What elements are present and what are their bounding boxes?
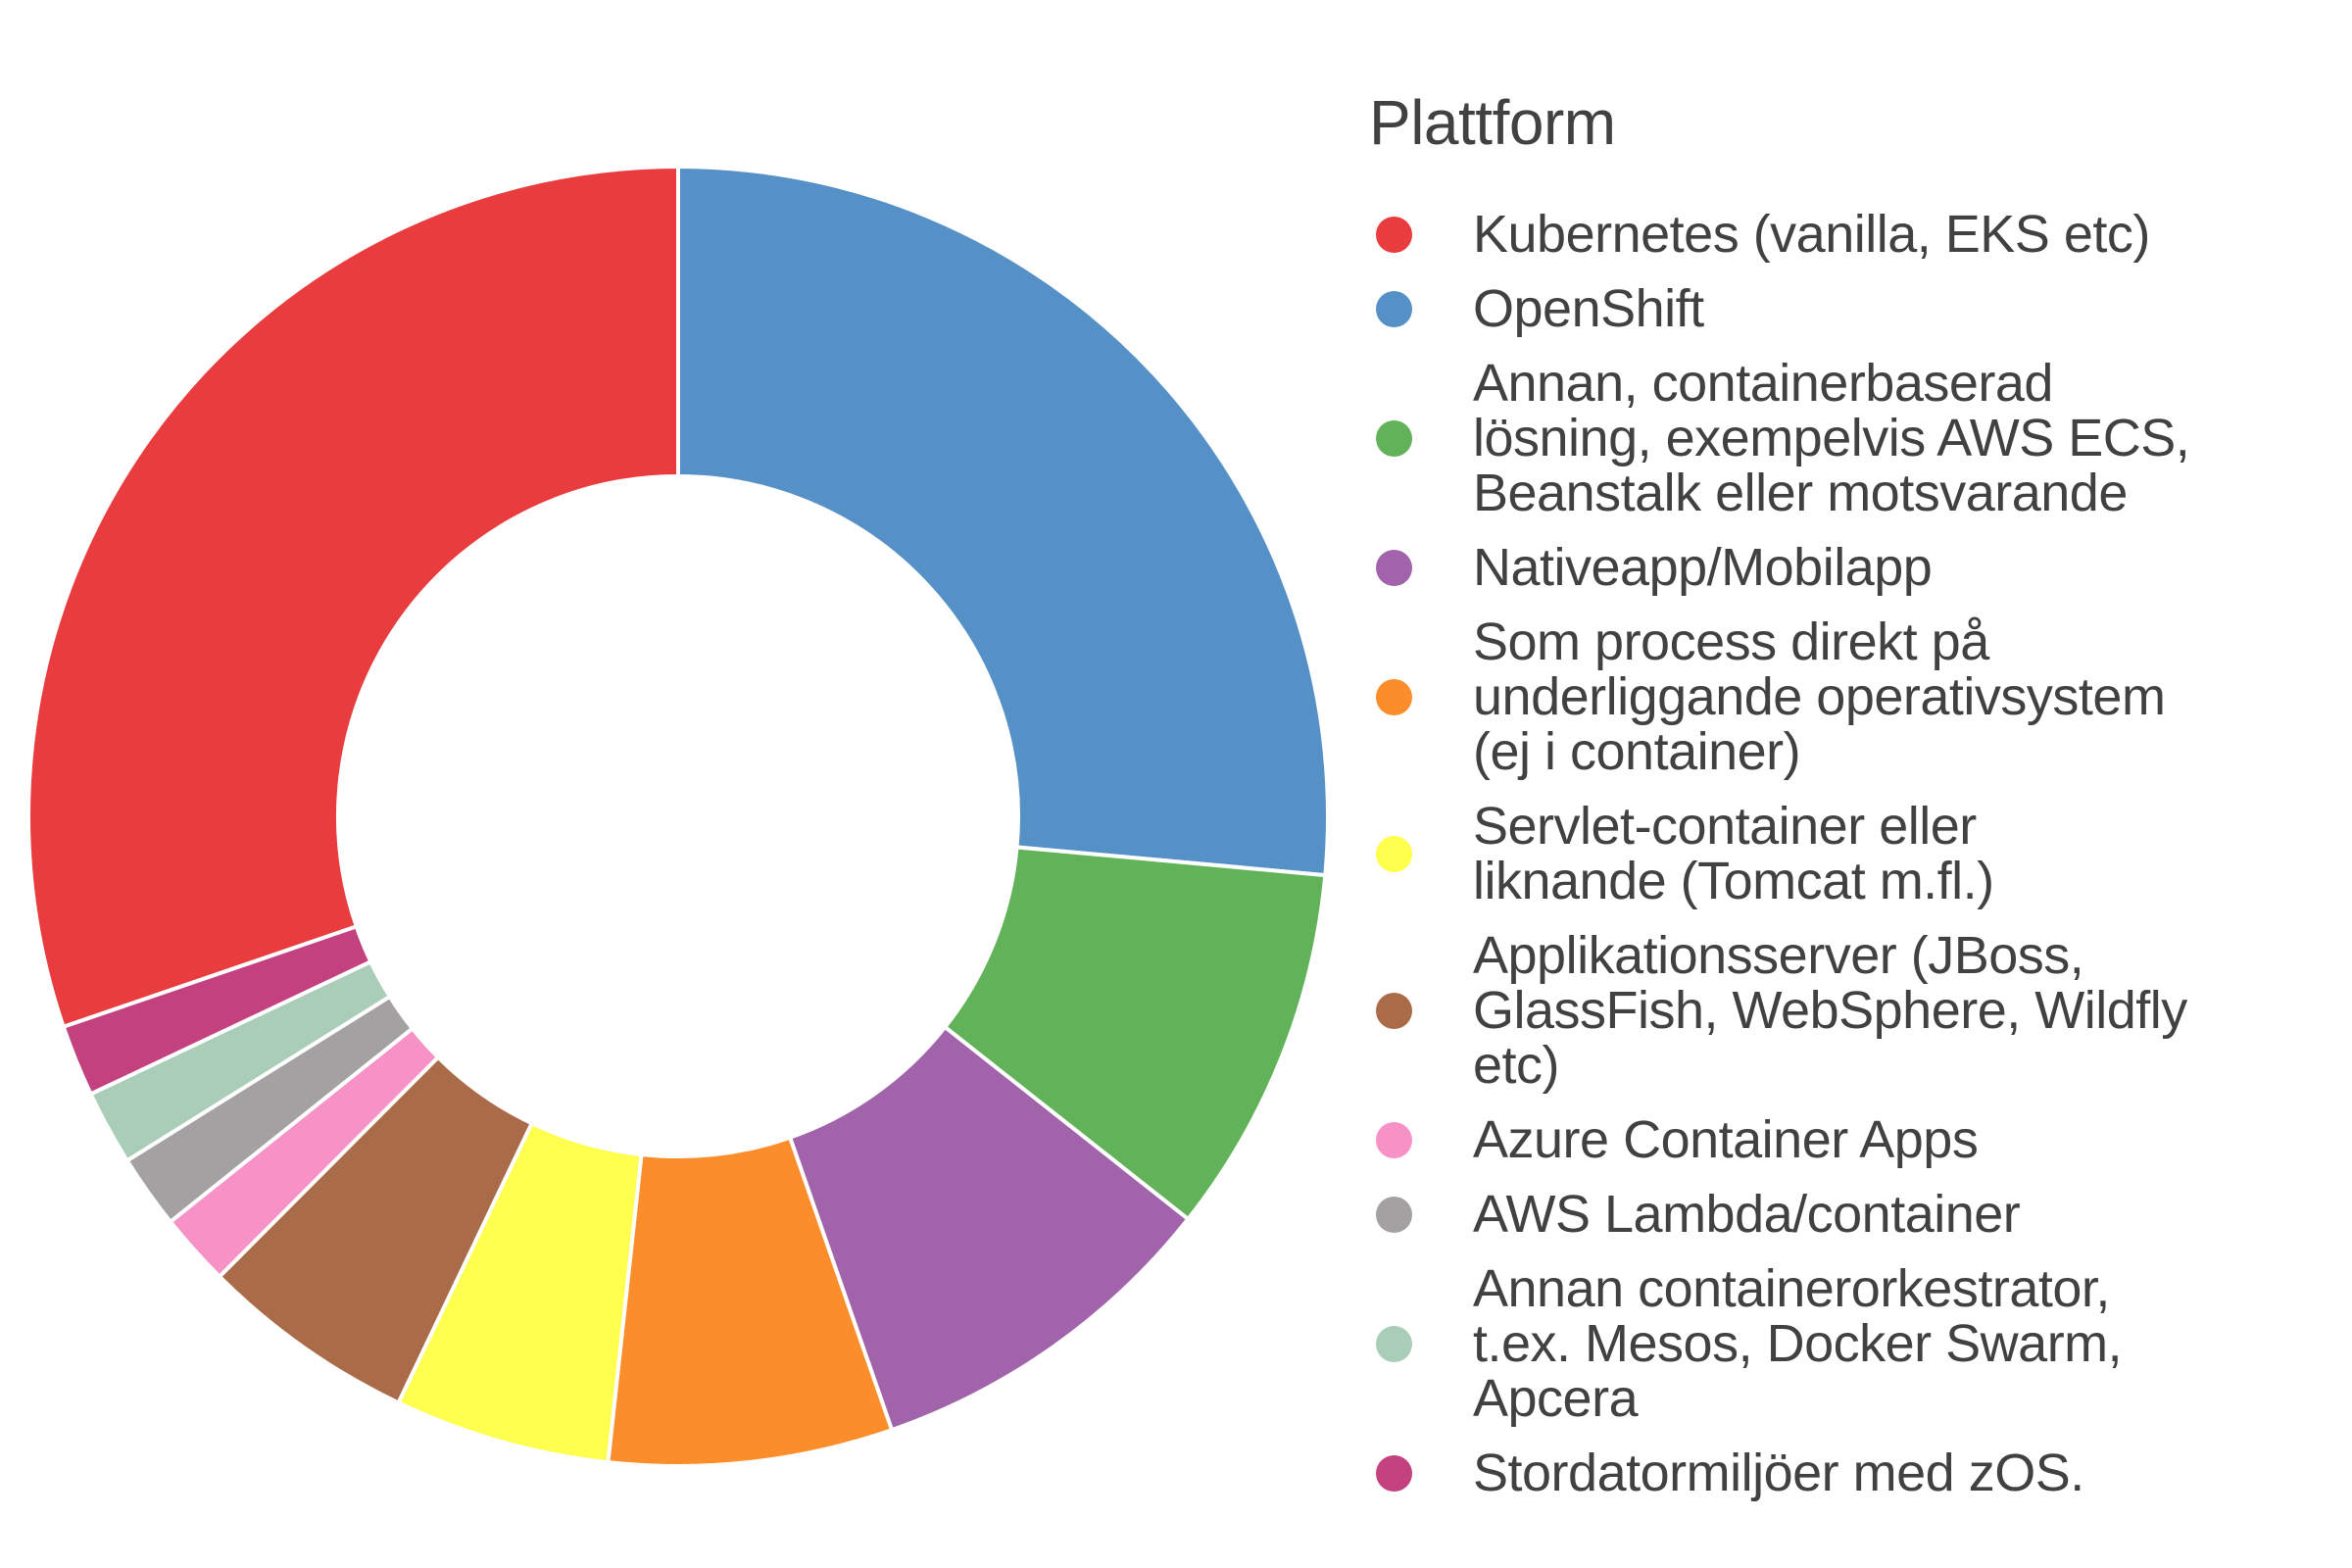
legend-item-7: Azure Container Apps bbox=[1369, 1112, 2329, 1167]
legend-swatch-icon bbox=[1376, 1325, 1412, 1362]
legend-swatch-icon bbox=[1376, 549, 1412, 586]
legend-item-6: Applikationsserver (JBoss, GlassFish, We… bbox=[1369, 928, 2329, 1093]
legend-item-1: OpenShift bbox=[1369, 281, 2329, 336]
legend-item-label: Kubernetes (vanilla, EKS etc) bbox=[1473, 205, 2150, 264]
legend-item-label: Azure Container Apps bbox=[1473, 1110, 1979, 1169]
legend-swatch-icon bbox=[1376, 835, 1412, 872]
legend-title: Plattform bbox=[1369, 87, 1616, 158]
legend-items: Kubernetes (vanilla, EKS etc) OpenShift … bbox=[1369, 207, 2329, 1500]
legend-swatch-icon bbox=[1376, 1121, 1412, 1158]
legend-swatch-icon bbox=[1376, 1454, 1412, 1492]
legend-item-label: Applikationsserver (JBoss, GlassFish, We… bbox=[1473, 926, 2187, 1095]
legend-item-label: Nativeapp/Mobilapp bbox=[1473, 538, 1933, 597]
legend-item-10: Stordatormiljöer med zOS. bbox=[1369, 1446, 2329, 1500]
legend-item-label: OpenShift bbox=[1473, 279, 1704, 338]
legend-item-2: Annan, containerbaserad lösning, exempel… bbox=[1369, 356, 2329, 520]
legend-item-4: Som process direkt på underliggande oper… bbox=[1369, 614, 2329, 779]
legend-swatch-icon bbox=[1376, 678, 1412, 715]
legend-item-label: AWS Lambda/container bbox=[1473, 1185, 2021, 1244]
donut-slice-1 bbox=[676, 164, 1330, 878]
legend-item-label: Som process direkt på underliggande oper… bbox=[1473, 612, 2166, 781]
donut-slice-0 bbox=[26, 164, 680, 1030]
legend-swatch-icon bbox=[1376, 1196, 1412, 1233]
donut-chart bbox=[26, 164, 1330, 1468]
legend-item-5: Servlet-container eller liknande (Tomcat… bbox=[1369, 799, 2329, 908]
legend-swatch-icon bbox=[1376, 419, 1412, 457]
legend-item-9: Annan containerorkestrator, t.ex. Mesos,… bbox=[1369, 1261, 2329, 1426]
legend-item-label: Annan containerorkestrator, t.ex. Mesos,… bbox=[1473, 1259, 2123, 1428]
donut-slice-2 bbox=[942, 845, 1328, 1222]
legend-item-label: Annan, containerbaserad lösning, exempel… bbox=[1473, 354, 2190, 522]
legend-item-3: Nativeapp/Mobilapp bbox=[1369, 540, 2329, 595]
legend: Plattform Kubernetes (vanilla, EKS etc) … bbox=[1369, 86, 2329, 1500]
legend-item-label: Servlet-container eller liknande (Tomcat… bbox=[1473, 797, 1994, 910]
legend-swatch-icon bbox=[1376, 290, 1412, 327]
legend-item-label: Stordatormiljöer med zOS. bbox=[1473, 1444, 2084, 1502]
donut-slice-3 bbox=[787, 1024, 1192, 1433]
legend-swatch-icon bbox=[1376, 216, 1412, 253]
legend-item-0: Kubernetes (vanilla, EKS etc) bbox=[1369, 207, 2329, 262]
donut-slice-10 bbox=[61, 923, 373, 1098]
legend-swatch-icon bbox=[1376, 992, 1412, 1029]
legend-item-8: AWS Lambda/container bbox=[1369, 1187, 2329, 1242]
